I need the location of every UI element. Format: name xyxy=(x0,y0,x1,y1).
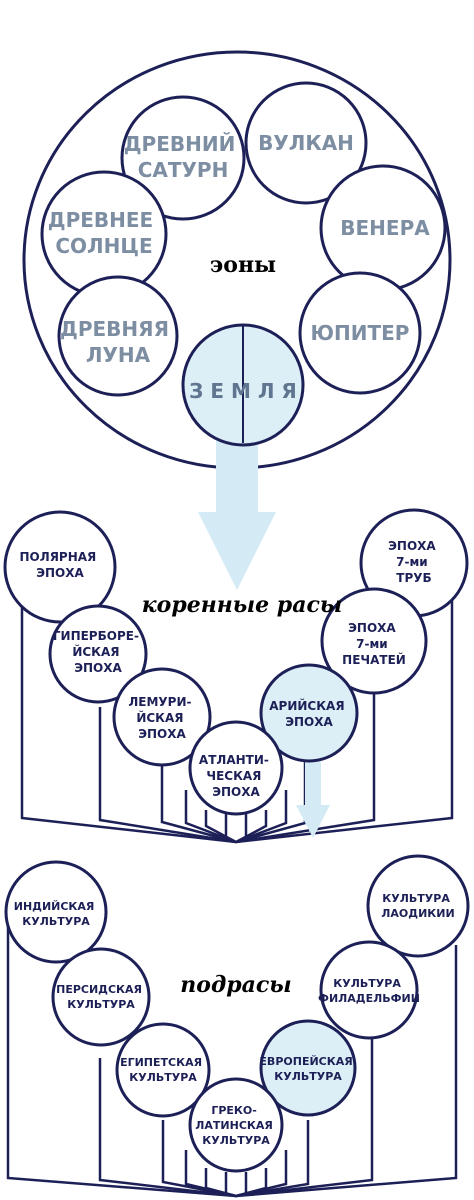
culture-laodicea xyxy=(366,854,470,958)
aeons-title: эоны xyxy=(210,252,276,278)
label-european: ЕВРОПЕЙСКАЯ КУЛЬТУРА xyxy=(259,1055,356,1083)
culture-egyptian xyxy=(115,1022,211,1118)
root-races-section: ПОЛЯРНАЯ ЭПОХА ЭПОХА 7-ми ТРУБ ГИПЕРБОРЕ… xyxy=(3,508,469,844)
label-moon: ДРЕВНЯЯ ЛУНА xyxy=(60,317,176,367)
label-polar: ПОЛЯРНАЯ ЭПОХА xyxy=(19,550,100,580)
label-vulcan: ВУЛКАН xyxy=(258,131,354,155)
label-saturn: ДРЕВНИЙ САТУРН xyxy=(124,132,243,182)
label-earth: З Е М Л Я xyxy=(189,379,297,403)
label-hyperborean: ГИПЕРБОРЕ- ЙСКАЯ ЭПОХА xyxy=(53,629,143,675)
label-atlantean: АТЛАНТИ- ЧЕСКАЯ ЭПОХА xyxy=(199,753,273,799)
aeons-section: ДРЕВНИЙ САТУРН ВУЛКАН ДРЕВНЕЕ СОЛНЦЕ ВЕН… xyxy=(22,50,452,590)
label-jupiter: ЮПИТЕР xyxy=(311,321,410,345)
culture-persian xyxy=(51,947,151,1047)
label-philadelphia: КУЛЬТУРА ФИЛАДЕЛЬФИИ xyxy=(318,977,420,1005)
subraces-title: подрасы xyxy=(180,972,291,998)
planet-vulcan xyxy=(244,81,368,205)
label-greco-latin: ГРЕКО- ЛАТИНСКАЯ КУЛЬТУРА xyxy=(195,1104,276,1147)
label-lemurian: ЛЕМУРИ- ЙСКАЯ ЭПОХА xyxy=(128,695,195,741)
epoch-hyperborean xyxy=(48,604,148,704)
planet-saturn xyxy=(120,95,246,221)
label-venus: ВЕНЕРА xyxy=(340,216,430,240)
label-persian: ПЕРСИДСКАЯ КУЛЬТУРА xyxy=(56,983,146,1011)
down-arrow-large xyxy=(198,440,276,590)
label-seven-seals: ЭПОХА 7-ми ПЕЧАТЕЙ xyxy=(342,621,406,667)
epoch-seven-seals xyxy=(320,587,428,695)
root-races-title: коренные расы xyxy=(142,592,342,618)
culture-philadelphia xyxy=(319,940,419,1040)
culture-greco-latin xyxy=(188,1077,284,1173)
subraces-connectors xyxy=(6,925,458,1198)
label-seven-trumpets: ЭПОХА 7-ми ТРУБ xyxy=(388,539,440,585)
subraces-section: ИНДИЙСКАЯ КУЛЬТУРА КУЛЬТУРА ЛАОДИКИИ ПЕР… xyxy=(4,854,470,1198)
epoch-atlantean xyxy=(188,720,284,816)
epoch-aryan xyxy=(259,663,359,763)
epoch-polar xyxy=(3,510,117,624)
root-races-connectors xyxy=(20,600,454,844)
label-laodicea: КУЛЬТУРА ЛАОДИКИИ xyxy=(381,892,454,920)
planet-jupiter xyxy=(298,271,422,395)
epoch-lemurian xyxy=(112,667,212,767)
label-aryan: АРИЙСКАЯ ЭПОХА xyxy=(269,698,349,729)
planet-moon xyxy=(57,275,179,397)
label-sun: ДРЕВНЕЕ СОЛНЦЕ xyxy=(48,208,160,258)
label-indian: ИНДИЙСКАЯ КУЛЬТУРА xyxy=(14,900,99,928)
culture-indian xyxy=(4,860,108,964)
down-arrow-small xyxy=(296,760,330,838)
label-egyptian: ЕГИПЕТСКАЯ КУЛЬТУРА xyxy=(120,1056,206,1084)
culture-european xyxy=(259,1019,357,1117)
